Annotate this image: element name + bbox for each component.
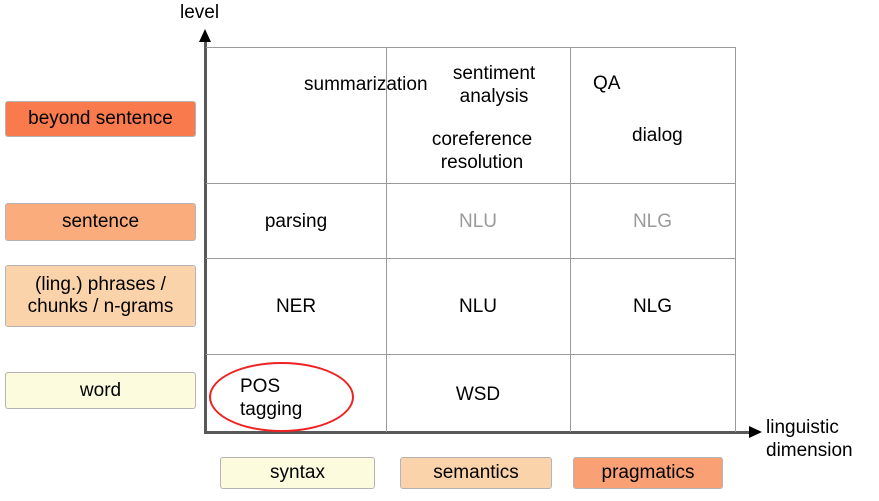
grid-line-col1-col2 — [386, 47, 387, 432]
dimension-chip-pragmatics-label: pragmatics — [601, 462, 695, 483]
cell-sentence-semantics: NLU — [458, 211, 497, 232]
grid-line-row3-row4 — [206, 354, 736, 355]
cell-beyond-sentence-syntax: summarization — [304, 74, 428, 95]
cell-beyond-sentence-pragmatics-qa: QA — [593, 73, 621, 94]
grid-line-right — [735, 47, 736, 432]
dimension-chip-pragmatics[interactable]: pragmatics — [573, 457, 723, 489]
level-chip-sentence-label: sentence — [61, 211, 140, 232]
sentiment-line1: sentiment — [452, 63, 536, 84]
grid-line-row2-row3 — [206, 258, 736, 259]
cell-beyond-sentence-semantics-coreference: coreference resolution — [404, 128, 560, 174]
dimension-chip-semantics-label: semantics — [433, 462, 519, 483]
level-chip-beyond-sentence[interactable]: beyond sentence — [5, 101, 196, 137]
y-axis-line — [204, 40, 207, 434]
cell-sentence-pragmatics: NLG — [632, 211, 673, 232]
coreference-line1: coreference — [431, 129, 533, 150]
cell-beyond-sentence-semantics-sentiment: sentiment analysis — [416, 62, 572, 108]
cell-beyond-sentence-pragmatics-dialog: dialog — [632, 125, 683, 146]
level-chip-phrases-label-line1: (ling.) phrases / — [35, 274, 166, 295]
cell-sentence-syntax: parsing — [264, 211, 328, 232]
coreference-line2: resolution — [440, 152, 524, 173]
level-chip-phrases[interactable]: (ling.) phrases / chunks / n-grams — [5, 265, 196, 327]
grid-line-row1-row2 — [206, 183, 736, 184]
level-chip-word[interactable]: word — [5, 372, 196, 409]
y-axis-label: level — [180, 2, 220, 23]
dimension-chip-semantics[interactable]: semantics — [400, 457, 552, 489]
level-chip-phrases-label-line2: chunks / n-grams — [27, 296, 174, 317]
x-axis-label: linguistic dimension — [766, 416, 853, 462]
cell-phrases-syntax: NER — [275, 296, 317, 317]
matrix-grid — [206, 47, 736, 432]
cell-word-semantics: WSD — [455, 384, 501, 405]
cell-phrases-pragmatics: NLG — [632, 296, 673, 317]
level-chip-word-label: word — [79, 379, 122, 401]
dimension-chip-syntax[interactable]: syntax — [220, 457, 375, 489]
pos-line2: tagging — [240, 399, 303, 420]
level-chip-beyond-sentence-label: beyond sentence — [28, 108, 173, 129]
pos-line1: POS — [240, 376, 281, 397]
cell-word-syntax: POS tagging — [240, 375, 330, 421]
level-chip-sentence[interactable]: sentence — [5, 203, 196, 241]
cell-phrases-semantics: NLU — [458, 296, 497, 317]
x-axis-arrow-icon — [749, 426, 762, 438]
x-axis-label-line2: dimension — [766, 440, 853, 461]
dimension-chip-syntax-label: syntax — [270, 462, 325, 483]
grid-line-col2-col3 — [570, 47, 571, 432]
sentiment-line2: analysis — [459, 86, 529, 107]
x-axis-label-line1: linguistic — [766, 417, 839, 438]
y-axis-arrow-icon — [199, 29, 211, 42]
grid-line-top — [206, 47, 736, 48]
x-axis-line — [204, 431, 758, 434]
